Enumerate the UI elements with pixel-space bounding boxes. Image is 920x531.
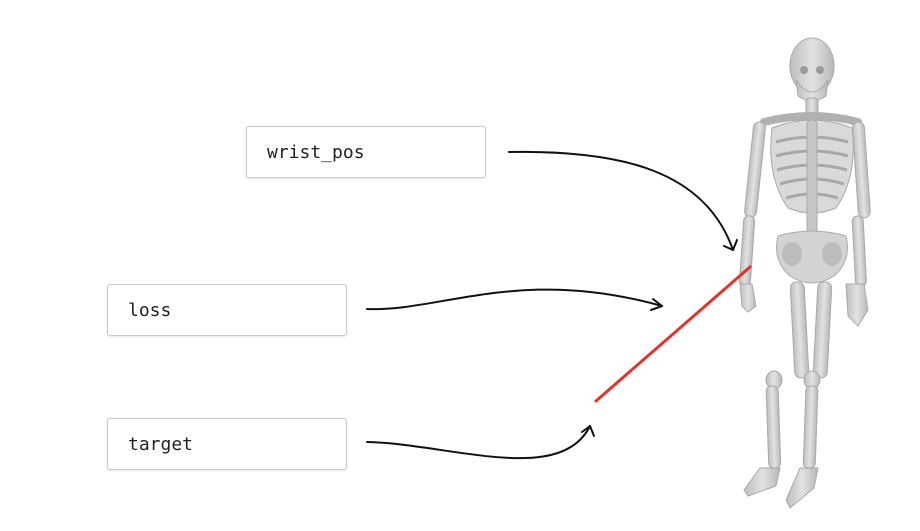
wrist-arrow [508,150,734,251]
loss-arrow [366,288,663,311]
loss-label: loss [128,299,172,321]
target-box: target [107,418,347,470]
target-arrowhead [581,425,595,437]
wrist-arrowhead [723,239,738,251]
target-arrow [366,425,591,460]
wrist-pos-box: wrist_pos [246,126,486,178]
wrist-pos-label: wrist_pos [267,141,365,163]
skeleton-figure [738,37,871,509]
loss-arrowhead [650,298,663,311]
loss-line [594,265,752,403]
target-label: target [128,433,194,455]
loss-box: loss [107,284,347,336]
